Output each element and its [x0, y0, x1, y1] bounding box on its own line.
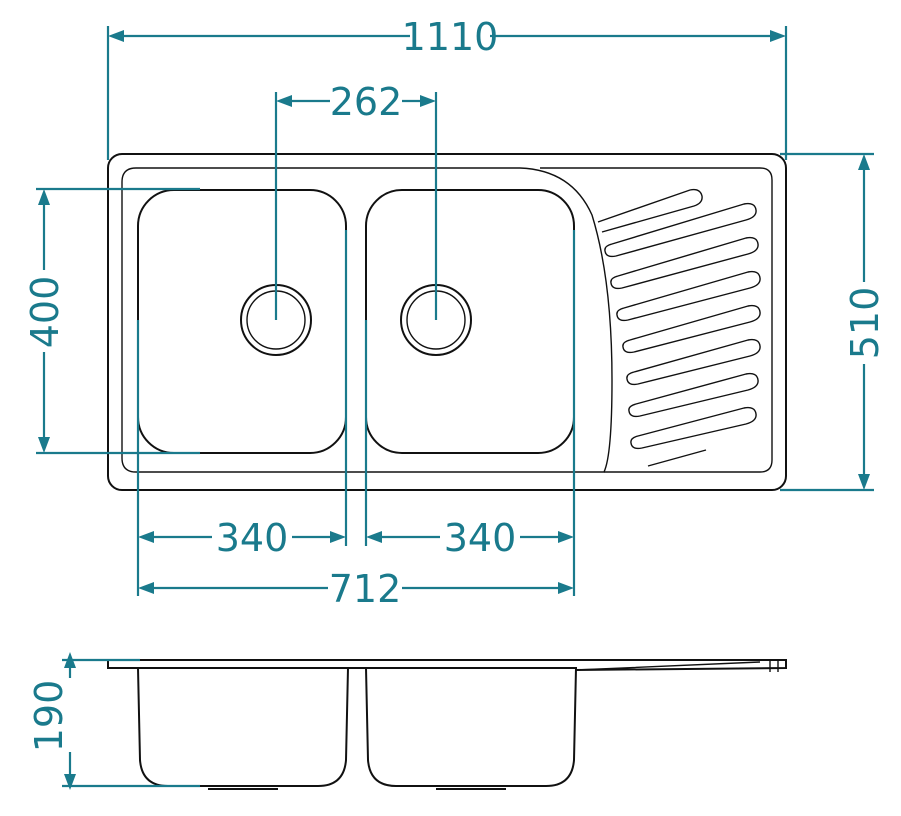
arrow-left [276, 95, 292, 107]
drain-rib [597, 188, 703, 233]
arrow-down [64, 774, 76, 790]
drain-rib [604, 202, 757, 258]
arrow-right [558, 531, 574, 543]
dimension-overall-width: 1110 [106, 15, 788, 160]
dimension-label-bowl-depth: 400 [23, 276, 67, 349]
arrow-right [330, 531, 346, 543]
dimension-label-overall-depth: 510 [843, 287, 887, 360]
dimension-label-sink-height: 190 [27, 680, 71, 753]
dimension-bowl-depth: 400 [23, 187, 200, 455]
arrow-down [38, 437, 50, 453]
arrow-down [858, 474, 870, 490]
side-drainboard [575, 660, 779, 672]
arrow-right [770, 30, 786, 42]
drain-rib [616, 270, 761, 322]
dimension-label-bowls-total-width: 712 [329, 567, 402, 611]
dimension-overall-depth: 510 [780, 152, 887, 492]
dimension-sink-height: 190 [27, 652, 200, 790]
dimension-label-overall-width: 1110 [402, 15, 499, 59]
dimension-drain-spacing: 262 [274, 80, 438, 320]
sink-outer-rim [107, 153, 787, 491]
arrow-left [138, 582, 154, 594]
drain-rib [610, 236, 759, 290]
arrow-up [38, 189, 50, 205]
drain-rib [628, 372, 759, 418]
arrow-right [558, 582, 574, 594]
drainboard-ribs [597, 188, 761, 467]
sink-inner-rim [121, 167, 613, 473]
arrow-left [108, 30, 124, 42]
dimension-label-right-bowl-width: 340 [444, 516, 517, 560]
dimension-right-bowl-width: 340 [364, 230, 576, 596]
drainboard-rim [540, 167, 773, 473]
arrow-up [858, 154, 870, 170]
sink-side-view [107, 659, 787, 790]
side-right-bowl [365, 667, 577, 787]
arrow-up [64, 652, 76, 668]
dimension-left-bowl-width: 340 [136, 230, 348, 596]
drain-rib [630, 406, 757, 450]
dimension-label-left-bowl-width: 340 [216, 516, 289, 560]
arrow-left [366, 531, 382, 543]
dimension-label-drain-spacing: 262 [330, 80, 403, 124]
drain-rib [626, 338, 761, 386]
arrow-left [138, 531, 154, 543]
dimension-bowls-total-width: 712 [138, 567, 574, 611]
side-left-bowl [137, 667, 349, 787]
drain-rib [647, 449, 707, 467]
arrow-right [420, 95, 436, 107]
drain-rib [622, 304, 761, 354]
sink-top-view [107, 153, 787, 491]
